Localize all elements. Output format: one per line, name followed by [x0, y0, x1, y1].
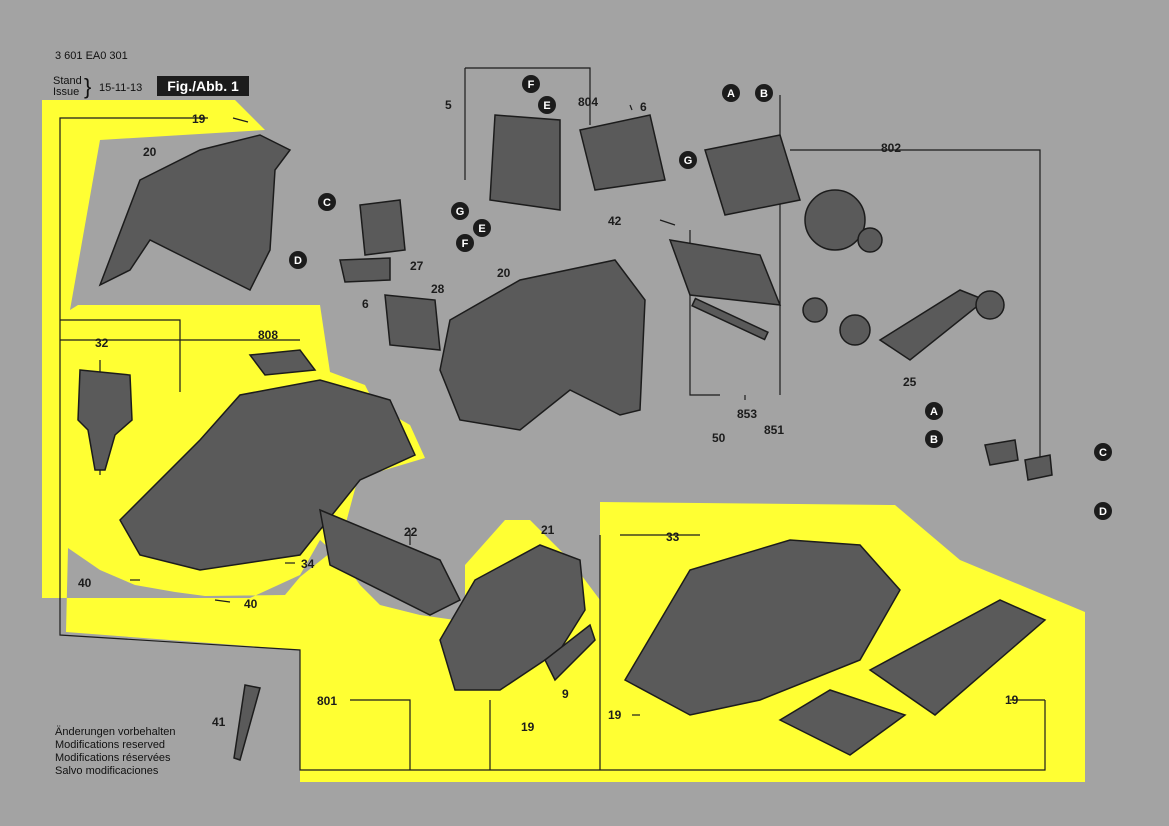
- label-34: 34: [301, 557, 315, 571]
- hex-key-41: [233, 684, 261, 761]
- note-de: Änderungen vorbehalten: [55, 726, 176, 738]
- label-41: 41: [212, 715, 226, 729]
- label-853: 853: [737, 407, 757, 421]
- connector-badges: F E G A B C G E F D A B C D: [289, 75, 1112, 520]
- label-802: 802: [881, 141, 901, 155]
- label-22: 22: [404, 525, 418, 539]
- badge-d-left: D: [294, 255, 302, 267]
- label-6a: 6: [640, 100, 647, 114]
- note-es: Salvo modificaciones: [55, 765, 159, 777]
- switch: [359, 199, 406, 256]
- label-32: 32: [95, 336, 109, 350]
- rubber-cap-28: [384, 294, 441, 351]
- badge-b-right: B: [930, 434, 938, 446]
- parts: [77, 114, 1053, 761]
- label-801: 801: [317, 694, 337, 708]
- badge-b-top: B: [760, 88, 768, 100]
- switch-base: [339, 257, 391, 283]
- circuit-board: [489, 114, 561, 211]
- pulley-2: [975, 290, 1005, 320]
- badge-g-right: G: [684, 155, 693, 167]
- label-19a: 19: [192, 112, 206, 126]
- main-housing: [119, 379, 416, 571]
- label-28: 28: [431, 282, 445, 296]
- base-plate: [623, 539, 901, 716]
- motor-cylinder: [668, 239, 782, 306]
- label-5: 5: [445, 98, 452, 112]
- label-50: 50: [712, 431, 726, 445]
- note-en: Modifications reserved: [55, 739, 166, 751]
- issue-label: Issue: [53, 86, 80, 98]
- badge-d-right: D: [1099, 506, 1107, 518]
- label-40a: 40: [78, 576, 92, 590]
- bearing-1: [857, 227, 883, 253]
- belt: [878, 289, 987, 361]
- fan: [804, 189, 866, 251]
- label-20b: 20: [497, 266, 511, 280]
- badge-g-mid: G: [456, 206, 465, 218]
- chip-tube-22: [319, 508, 462, 616]
- motor: [704, 134, 801, 216]
- label-25: 25: [903, 375, 917, 389]
- badge-f-top: F: [528, 79, 535, 91]
- badge-f-mid: F: [462, 238, 469, 250]
- label-20a: 20: [143, 145, 157, 159]
- guide-rail: [691, 297, 769, 341]
- battery-contact-plate: [579, 114, 666, 191]
- label-42: 42: [608, 214, 622, 228]
- stand-issue-label: Stand Issue: [53, 76, 82, 98]
- handle-grip: [439, 259, 646, 431]
- badge-e-top: E: [543, 100, 550, 112]
- housing-half-top-left: [98, 134, 292, 292]
- label-33: 33: [666, 530, 680, 544]
- label-19c: 19: [608, 708, 622, 722]
- label-9: 9: [562, 687, 569, 701]
- bearing-2: [802, 297, 828, 323]
- badge-e-mid: E: [478, 223, 485, 235]
- issue-date: 15-11-13: [99, 82, 143, 94]
- cover-9: [544, 623, 596, 682]
- pulley: [839, 314, 871, 346]
- label-851: 851: [764, 423, 784, 437]
- label-6b: 6: [362, 297, 369, 311]
- part-number: 3 601 EA0 301: [55, 50, 128, 62]
- brace-icon: }: [84, 74, 92, 99]
- part-labels: 19 20 5 804 6 802 42 27 6 28 20 808 32 2…: [78, 95, 1019, 734]
- sole-plate: [868, 599, 1047, 716]
- label-21: 21: [541, 523, 555, 537]
- badge-a-top: A: [727, 88, 735, 100]
- chip-deflector-21: [439, 544, 586, 691]
- connector-block-2: [1024, 454, 1053, 481]
- badge-a-right: A: [930, 406, 938, 418]
- label-19d: 19: [1005, 693, 1019, 707]
- grid-cover: [778, 689, 907, 756]
- figure-badge: Fig./Abb. 1: [157, 76, 249, 96]
- label-808: 808: [258, 328, 278, 342]
- label-40b: 40: [244, 597, 258, 611]
- badge-c-left: C: [323, 197, 331, 209]
- label-27: 27: [410, 259, 424, 273]
- note-fr: Modifications réservées: [55, 752, 171, 764]
- stand-label: Stand: [53, 75, 82, 87]
- connector-block: [984, 439, 1019, 466]
- label-804: 804: [578, 95, 598, 109]
- label-19b: 19: [521, 720, 535, 734]
- blade-808: [248, 349, 317, 376]
- modification-notes: Änderungen vorbehalten Modifications res…: [55, 726, 175, 778]
- badge-c-right: C: [1099, 447, 1107, 459]
- knob-32: [77, 369, 133, 471]
